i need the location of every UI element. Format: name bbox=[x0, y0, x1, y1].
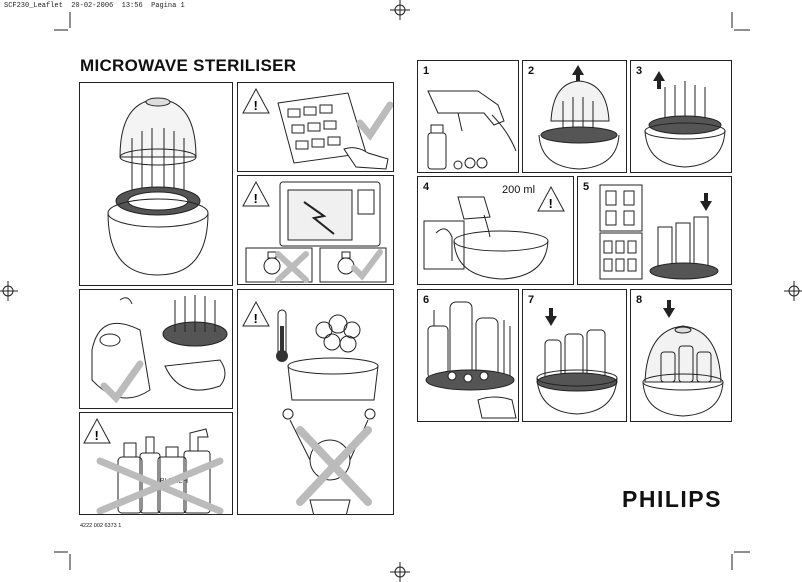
step-number: 5 bbox=[583, 181, 590, 193]
panel-step-2: 2 bbox=[522, 60, 627, 173]
svg-text:!: ! bbox=[549, 196, 553, 211]
close-lid-illustration bbox=[642, 300, 724, 417]
step-number: 6 bbox=[423, 294, 430, 306]
step-number: 7 bbox=[528, 294, 535, 306]
panel-step-4: 4 200 ml ! bbox=[417, 176, 574, 285]
arrow-down-icon bbox=[663, 300, 675, 318]
arrow-down-icon bbox=[545, 308, 557, 326]
thermometer-icon bbox=[276, 309, 288, 362]
warning-icon: ! bbox=[242, 300, 270, 327]
load-bottles-illustration bbox=[599, 184, 719, 280]
arrow-up-icon bbox=[572, 65, 584, 83]
assembled-steriliser-illustration bbox=[107, 97, 209, 276]
warning-icon: ! bbox=[537, 185, 565, 212]
step-number: 1 bbox=[423, 65, 430, 77]
checkmark-icon bbox=[356, 101, 393, 141]
panel-step-3: 3 bbox=[630, 60, 732, 173]
page-title: MICROWAVE STERILISER bbox=[80, 56, 297, 75]
panel-read-instructions: ! bbox=[237, 82, 394, 172]
panel-no-metal-in-microwave: ! bbox=[237, 175, 394, 285]
remove-lid-illustration bbox=[538, 65, 620, 170]
leaflet-illustration: ! bbox=[242, 87, 393, 170]
checkmark-icon bbox=[351, 249, 383, 281]
svg-text:!: ! bbox=[95, 428, 99, 443]
warning-icon: ! bbox=[83, 417, 111, 444]
cross-icon bbox=[96, 457, 224, 514]
panel-step-1: 1 bbox=[417, 60, 519, 173]
microwave-illustration: ! bbox=[242, 180, 387, 283]
panel-assembled-steriliser bbox=[79, 82, 233, 286]
panel-step-8: 8 bbox=[630, 289, 732, 422]
panel-no-chemicals: ! BLEACH bbox=[79, 412, 233, 515]
checkmark-icon bbox=[100, 360, 144, 404]
water-volume-label: 200 ml bbox=[502, 184, 536, 196]
print-header: SCF230_Leaflet 20-02-2006 13:56 Pagina 1 bbox=[4, 2, 185, 10]
step-number: 3 bbox=[636, 65, 643, 77]
pour-water-illustration: ! bbox=[423, 185, 565, 280]
warning-icon: ! bbox=[242, 180, 270, 207]
assembled-rack-illustration bbox=[425, 301, 517, 419]
cross-icon bbox=[296, 426, 372, 506]
document-code: 4222 002 6373 1 bbox=[80, 523, 122, 529]
wash-bottles-illustration bbox=[427, 90, 517, 170]
step-number: 2 bbox=[528, 65, 535, 77]
chemicals-illustration: ! BLEACH bbox=[83, 417, 224, 514]
insert-rack-illustration bbox=[536, 308, 618, 415]
svg-text:!: ! bbox=[254, 191, 258, 206]
panel-step-5: 5 bbox=[577, 176, 732, 285]
step-number: 4 bbox=[423, 181, 430, 193]
remove-rack-illustration bbox=[644, 71, 726, 168]
step-number: 8 bbox=[636, 294, 643, 306]
dishwasher-illustration bbox=[91, 295, 228, 404]
warning-icon: ! bbox=[242, 87, 270, 114]
panel-step-7: 7 bbox=[522, 289, 627, 422]
arrow-down-icon bbox=[700, 193, 712, 211]
svg-text:!: ! bbox=[254, 311, 258, 326]
hot-steam-illustration: ! bbox=[242, 300, 379, 514]
cross-icon bbox=[275, 251, 309, 283]
svg-text:!: ! bbox=[254, 98, 258, 113]
panel-dishwasher-safe bbox=[79, 289, 233, 409]
arrow-up-icon bbox=[653, 71, 665, 89]
panel-hot-steam-warning: ! bbox=[237, 289, 394, 515]
brand-logo: PHILIPS bbox=[622, 486, 722, 512]
panel-step-6: 6 bbox=[417, 289, 519, 422]
